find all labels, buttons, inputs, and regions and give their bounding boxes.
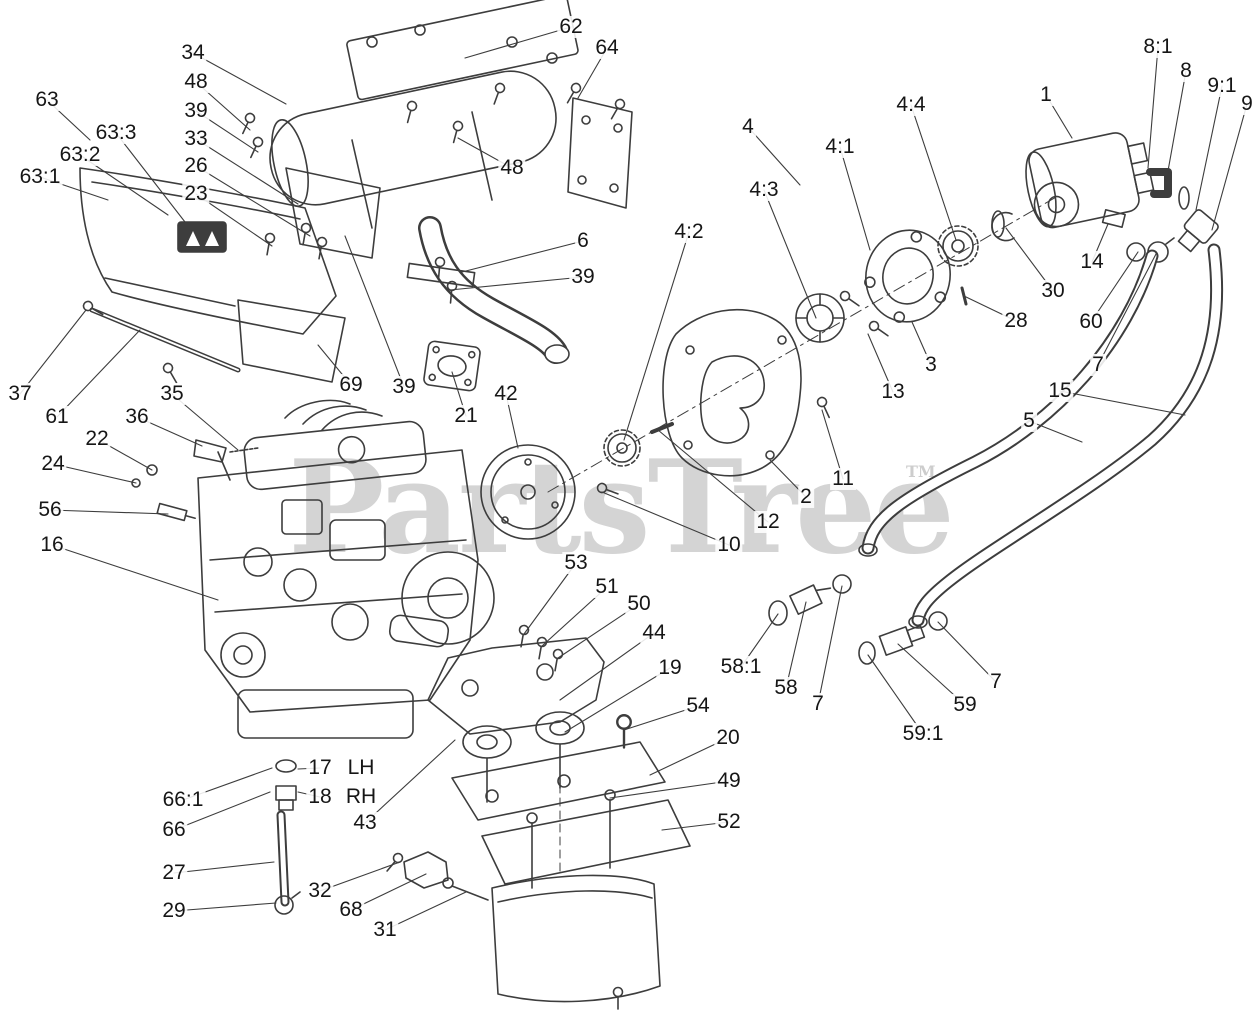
leader-line (769, 459, 807, 498)
leader-line (192, 52, 287, 105)
backing-plate (662, 308, 835, 477)
leader-line (623, 705, 699, 731)
leader-line (557, 603, 640, 659)
leader-line (1165, 70, 1187, 183)
leader-line (657, 429, 769, 523)
leader-line (461, 240, 584, 273)
leader-line (601, 491, 730, 546)
leader-line (1059, 390, 1186, 416)
lower-shield (237, 299, 346, 383)
leader-line (56, 329, 141, 418)
leader-line (897, 643, 966, 706)
leader-line (79, 154, 169, 216)
leader-line (317, 344, 352, 386)
leader-line (173, 902, 277, 912)
leader-line (763, 189, 817, 319)
leader-line (39, 176, 109, 201)
glow-plug (156, 502, 196, 522)
leader-line (505, 393, 519, 449)
o-ring-59-1 (858, 641, 876, 665)
leader-line (364, 739, 456, 824)
leader-line (963, 295, 1017, 322)
leader-line (464, 26, 572, 59)
leader-line (297, 791, 321, 798)
leader-line (867, 333, 894, 393)
leader-line (1147, 46, 1159, 169)
leader-line (344, 235, 405, 388)
watermark-tm-mark: TM (906, 462, 936, 481)
leader-line (747, 126, 801, 186)
leader-line (839, 146, 871, 251)
leader-line (1005, 227, 1054, 292)
leader-line (449, 276, 584, 291)
leader-line (51, 544, 219, 601)
hydraulic-pump (1025, 132, 1219, 263)
leader-line (195, 165, 311, 237)
leader-line (1211, 103, 1248, 231)
leader-line (867, 654, 924, 735)
leader-line (821, 409, 844, 480)
leader-line (195, 138, 299, 205)
leader-line (661, 821, 730, 831)
leader-line (195, 81, 251, 131)
hoses (768, 243, 1224, 665)
leader-line (319, 861, 401, 892)
hose-clamp-7 (832, 574, 852, 594)
leader-line (457, 137, 513, 169)
leader-line (19, 309, 87, 395)
leader-line (49, 509, 169, 515)
leader-line (195, 110, 259, 153)
flywheel-plate (480, 422, 674, 540)
throttle-lever (193, 439, 227, 463)
engine (131, 399, 495, 739)
leader-line (1097, 253, 1157, 366)
hose-fitting-59 (878, 624, 926, 656)
leader-line (1090, 251, 1139, 323)
leader-line (609, 780, 730, 799)
watermark: PartsTree (288, 433, 955, 583)
leader-line (96, 438, 153, 471)
leader-line (910, 104, 957, 241)
leader-line (1045, 94, 1073, 139)
leader-line (564, 667, 671, 733)
o-ring-58-1 (768, 600, 788, 626)
leader-line (740, 613, 779, 668)
leader-line (1195, 85, 1223, 211)
pump-drive-parts (795, 210, 1015, 343)
leader-lines (19, 26, 1248, 931)
leader-line (52, 463, 137, 484)
leader-line (817, 585, 843, 705)
hose-fitting-58 (789, 584, 832, 615)
leader-line (1091, 223, 1109, 263)
leader-line (173, 791, 271, 831)
leader-line (623, 231, 690, 441)
leader-line (559, 632, 655, 701)
leader-line (136, 416, 203, 447)
leader-line (937, 621, 997, 683)
leader-line (523, 562, 577, 635)
hose-clamp-7b (928, 611, 948, 631)
leader-line (46, 99, 91, 141)
leader-line (182, 767, 273, 801)
leader-line (115, 132, 186, 223)
leader-line (911, 321, 932, 366)
leader-line (451, 371, 467, 417)
bottom-shield (491, 874, 661, 1010)
drain-tube (274, 759, 301, 915)
leader-line (384, 891, 467, 931)
centerline (547, 195, 1059, 493)
support-bracket (382, 850, 489, 901)
mount-plates (451, 714, 691, 889)
leader-line (297, 767, 321, 770)
leader-line (649, 737, 729, 776)
leader-line (577, 47, 608, 99)
leader-line (1028, 420, 1083, 443)
exhaust-gasket (423, 340, 481, 392)
engine-mount-bracket (427, 623, 605, 803)
leader-line (350, 873, 427, 911)
leader-line (173, 861, 275, 874)
leader-line (785, 601, 807, 689)
